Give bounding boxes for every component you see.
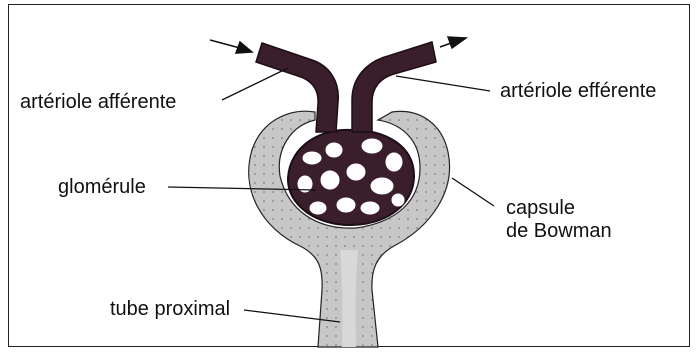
label-glomerule: glomérule <box>58 176 146 199</box>
efferent-arrow <box>440 37 466 48</box>
glomerulus <box>288 130 414 225</box>
afferent-leader-line <box>222 68 288 100</box>
label-capsule-line2: de Bowman <box>506 220 612 243</box>
label-tube-proximal: tube proximal <box>110 298 230 321</box>
capsule-leader-line <box>452 178 494 206</box>
efferent-leader-line <box>396 76 490 91</box>
proximal-tube-lumen <box>340 250 358 347</box>
label-efferent-arteriole: artériole efférente <box>500 80 656 103</box>
label-afferent-arteriole: artériole afférente <box>20 91 176 114</box>
afferent-arrow <box>210 40 252 53</box>
label-capsule-line1: capsule <box>506 197 575 220</box>
